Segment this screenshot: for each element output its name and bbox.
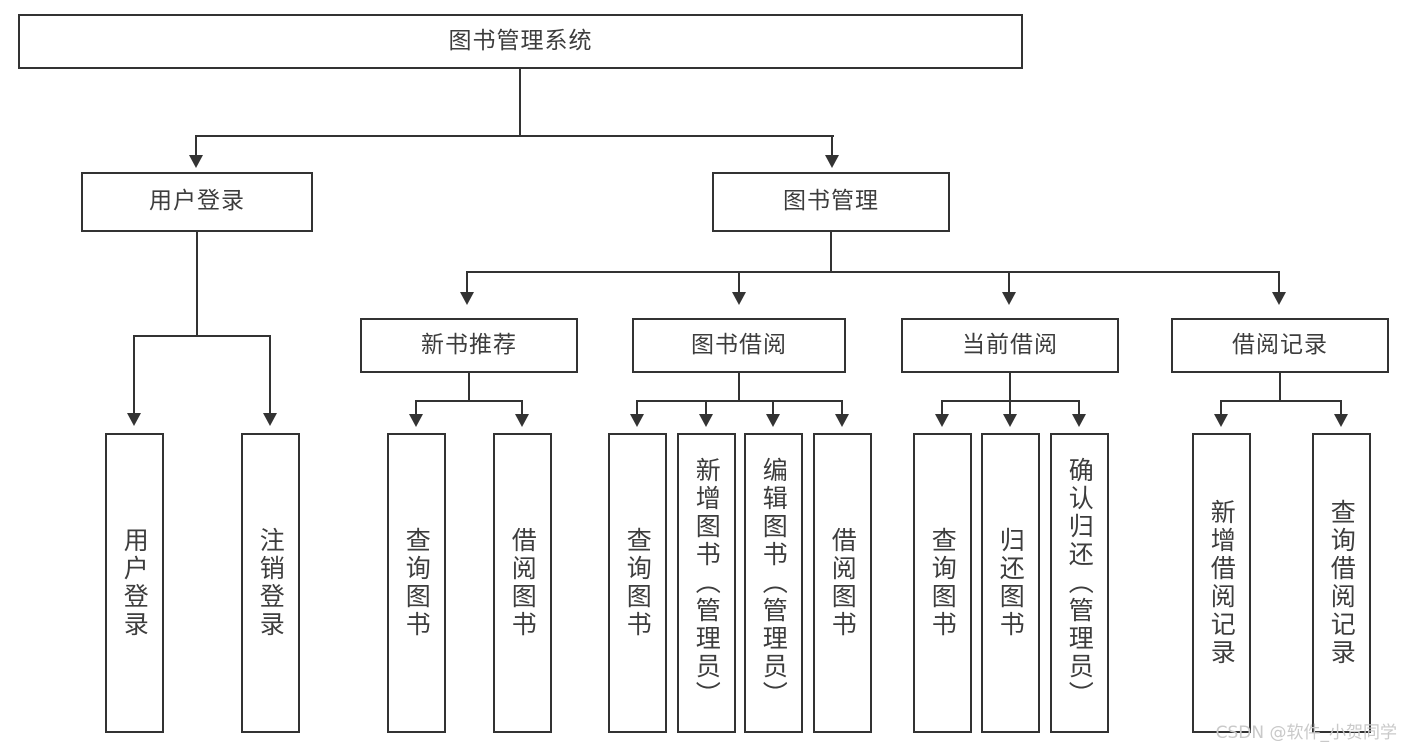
connector-currentborrow-stem [1009, 373, 1011, 401]
connector-newbook-bus [415, 400, 523, 402]
leaf-currentborrow-return-book[interactable]: 归还图书 [981, 433, 1040, 733]
connector-newbook-drop-2 [521, 400, 523, 416]
node-label: 图书借阅 [691, 331, 787, 358]
connector-newbook-drop-1 [415, 400, 417, 416]
connector-borrowrecord-bus [1220, 400, 1342, 402]
leaf-label: 新增借阅记录 [1207, 499, 1237, 667]
connector-bookborrow-drop-3 [772, 400, 774, 416]
leaf-bookborrow-add-book[interactable]: 新增图书（管理员） [677, 433, 736, 733]
node-current-borrow[interactable]: 当前借阅 [901, 318, 1119, 373]
leaf-label: 借阅图书 [828, 527, 858, 639]
node-new-book-recommend[interactable]: 新书推荐 [360, 318, 578, 373]
connector-borrowrecord-drop-2 [1340, 400, 1342, 416]
connector-bookborrow-drop-4 [841, 400, 843, 416]
arrowhead-bookborrow-leaf-3 [766, 414, 780, 427]
leaf-label: 新增图书（管理员） [692, 457, 722, 709]
leaf-label: 查询图书 [928, 527, 958, 639]
connector-currentborrow-drop-1 [941, 400, 943, 416]
node-label: 用户登录 [149, 188, 245, 215]
connector-bookmgmt-drop-2 [738, 271, 740, 295]
leaf-borrowrecord-query-record[interactable]: 查询借阅记录 [1312, 433, 1371, 733]
arrowhead-leaf-logout [263, 413, 277, 426]
connector-currentborrow-drop-2 [1009, 400, 1011, 416]
leaf-label: 借阅图书 [508, 527, 538, 639]
arrowhead-currentborrow-leaf-3 [1072, 414, 1086, 427]
node-borrow-record[interactable]: 借阅记录 [1171, 318, 1389, 373]
leaf-bookborrow-edit-book[interactable]: 编辑图书（管理员） [744, 433, 803, 733]
leaf-bookborrow-borrow-book[interactable]: 借阅图书 [813, 433, 872, 733]
connector-userlogin-stem [196, 232, 198, 336]
leaf-label: 编辑图书（管理员） [759, 457, 789, 709]
connector-root-bus [196, 135, 834, 137]
leaf-currentborrow-confirm-return[interactable]: 确认归还（管理员） [1050, 433, 1109, 733]
arrowhead-borrowrecord-leaf-2 [1334, 414, 1348, 427]
arrowhead-userlogin [189, 155, 203, 168]
connector-bookmgmt-stem [830, 232, 832, 272]
arrowhead-bookborrow-leaf-2 [699, 414, 713, 427]
leaf-label: 查询图书 [623, 527, 653, 639]
leaf-newbook-query-book[interactable]: 查询图书 [387, 433, 446, 733]
leaf-currentborrow-query-book[interactable]: 查询图书 [913, 433, 972, 733]
leaf-bookborrow-query-book[interactable]: 查询图书 [608, 433, 667, 733]
connector-bookborrow-drop-1 [636, 400, 638, 416]
arrowhead-currentborrow-leaf-2 [1003, 414, 1017, 427]
connector-currentborrow-drop-3 [1078, 400, 1080, 416]
arrowhead-new-book-recommend [460, 292, 474, 305]
connector-borrowrecord-stem [1279, 373, 1281, 401]
connector-root-to-bookmgmt [831, 135, 833, 157]
connector-userlogin-drop-1 [133, 335, 135, 415]
node-label: 当前借阅 [962, 331, 1058, 358]
node-label: 新书推荐 [421, 331, 517, 358]
connector-root-to-userlogin [195, 135, 197, 157]
leaf-user-login[interactable]: 用户登录 [105, 433, 164, 733]
node-root-system[interactable]: 图书管理系统 [18, 14, 1023, 69]
connector-newbook-stem [468, 373, 470, 401]
leaf-label: 归还图书 [996, 527, 1026, 639]
arrowhead-borrow-record [1272, 292, 1286, 305]
connector-userlogin-bus [133, 335, 269, 337]
node-label: 图书管理 [783, 188, 879, 215]
node-user-login[interactable]: 用户登录 [81, 172, 313, 232]
node-book-management[interactable]: 图书管理 [712, 172, 950, 232]
leaf-label: 用户登录 [120, 527, 150, 639]
connector-bookborrow-stem [738, 373, 740, 401]
leaf-label: 查询借阅记录 [1327, 499, 1357, 667]
connector-bookborrow-drop-2 [705, 400, 707, 416]
connector-bookmgmt-bus [466, 271, 1280, 273]
csdn-watermark: CSDN @软件_小贺同学 [1215, 723, 1397, 743]
arrowhead-book-borrow [732, 292, 746, 305]
connector-root-stem [519, 69, 521, 136]
arrowhead-borrowrecord-leaf-1 [1214, 414, 1228, 427]
arrowhead-bookmgmt [825, 155, 839, 168]
arrowhead-bookborrow-leaf-1 [630, 414, 644, 427]
connector-bookmgmt-drop-1 [466, 271, 468, 295]
leaf-newbook-borrow-book[interactable]: 借阅图书 [493, 433, 552, 733]
node-label: 借阅记录 [1232, 331, 1328, 358]
connector-bookmgmt-drop-3 [1008, 271, 1010, 295]
arrowhead-newbook-leaf-1 [409, 414, 423, 427]
connector-bookborrow-bus [636, 400, 843, 402]
leaf-borrowrecord-add-record[interactable]: 新增借阅记录 [1192, 433, 1251, 733]
connector-bookmgmt-drop-4 [1278, 271, 1280, 295]
connector-userlogin-drop-2 [269, 335, 271, 415]
arrowhead-currentborrow-leaf-1 [935, 414, 949, 427]
arrowhead-current-borrow [1002, 292, 1016, 305]
node-book-borrow[interactable]: 图书借阅 [632, 318, 846, 373]
arrowhead-bookborrow-leaf-4 [835, 414, 849, 427]
node-label: 图书管理系统 [448, 27, 593, 54]
leaf-label: 确认归还（管理员） [1065, 457, 1095, 709]
arrowhead-newbook-leaf-2 [515, 414, 529, 427]
connector-borrowrecord-drop-1 [1220, 400, 1222, 416]
leaf-logout[interactable]: 注销登录 [241, 433, 300, 733]
leaf-label: 注销登录 [256, 527, 286, 639]
leaf-label: 查询图书 [402, 527, 432, 639]
arrowhead-leaf-user-login [127, 413, 141, 426]
